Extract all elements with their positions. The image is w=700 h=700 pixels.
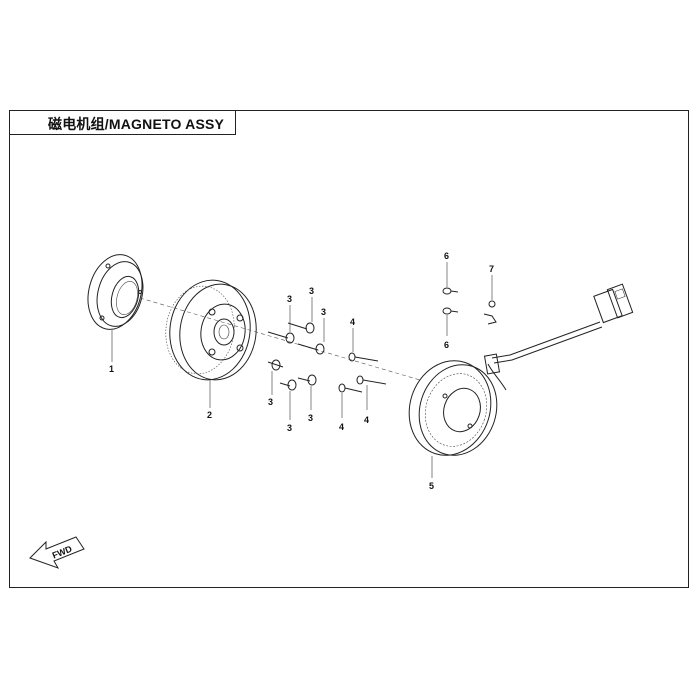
stator-part (408, 360, 498, 456)
screw-part (338, 352, 387, 393)
clip-part (483, 300, 497, 325)
callout-7: 7 (489, 264, 494, 274)
wire-harness-part (483, 283, 634, 391)
callout-6a: 6 (444, 251, 449, 261)
diagram-frame (9, 110, 689, 588)
callout-3d: 3 (268, 397, 273, 407)
callout-4a: 4 (350, 317, 355, 327)
callout-3b: 3 (309, 286, 314, 296)
bolt-part (267, 322, 325, 391)
callout-4b: 4 (339, 422, 344, 432)
callout-3e: 3 (287, 423, 292, 433)
seal-ring-part (87, 254, 144, 330)
diagram-title: 磁电机组/MAGNETO ASSY (48, 116, 225, 132)
nut-part (442, 287, 459, 315)
callout-1: 1 (109, 364, 114, 374)
callout-3a: 3 (287, 294, 292, 304)
callout-3c: 3 (321, 307, 326, 317)
callout-2: 2 (207, 410, 212, 420)
fwd-arrow-icon: FWD (29, 536, 85, 569)
callout-4c: 4 (364, 415, 369, 425)
flywheel-part (165, 279, 257, 381)
title-box (9, 110, 236, 135)
callout-5: 5 (429, 481, 434, 491)
callout-3f: 3 (308, 413, 313, 423)
callout-6b: 6 (444, 340, 449, 350)
